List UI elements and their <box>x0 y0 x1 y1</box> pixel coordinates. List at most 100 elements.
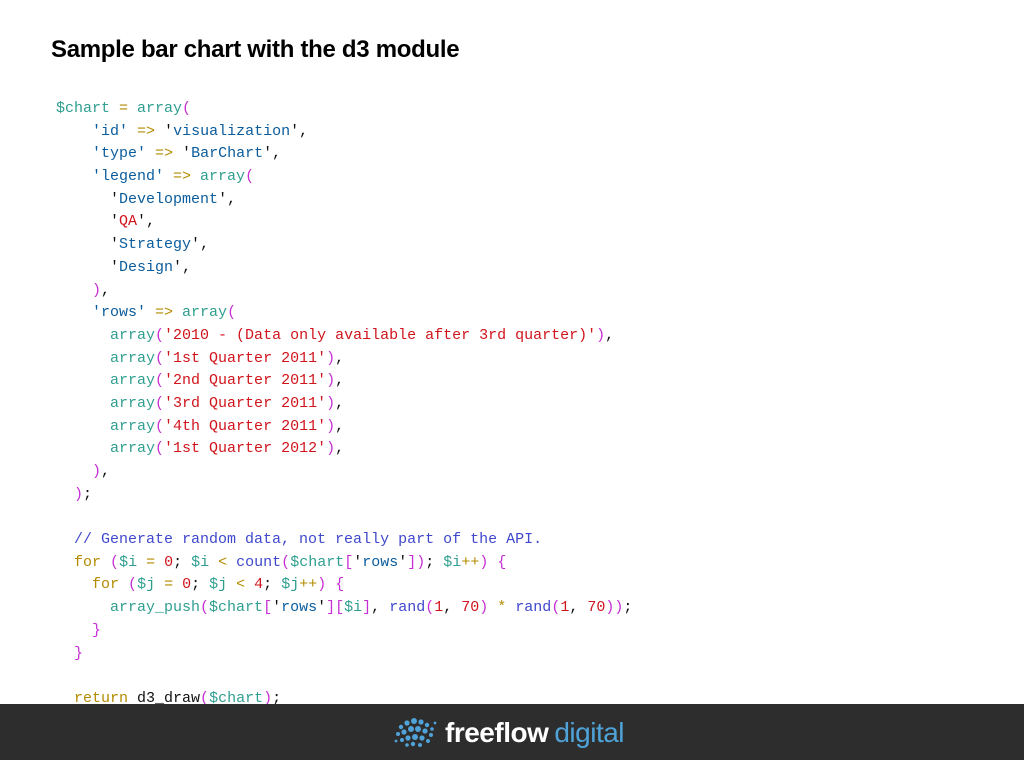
code-token: '2nd Quarter 2011' <box>164 372 327 390</box>
code-token: ( <box>245 168 255 186</box>
code-token <box>56 486 74 503</box>
code-token: ( <box>200 599 210 617</box>
code-token <box>56 531 74 548</box>
code-token: rand <box>515 599 552 617</box>
code-token: ( <box>155 440 165 458</box>
code-line: 'Strategy', <box>56 234 1016 257</box>
code-token: ' <box>137 213 147 231</box>
code-token <box>56 282 92 299</box>
code-line: ), <box>56 280 1016 303</box>
code-line: 'legend' => array( <box>56 166 1016 189</box>
slide-title: Sample bar chart with the d3 module <box>51 36 460 63</box>
code-token: ( <box>128 576 138 594</box>
code-token: ' <box>317 599 327 617</box>
code-token: )) <box>605 599 624 617</box>
code-token: , <box>182 258 192 276</box>
code-line: } <box>56 620 1016 643</box>
code-token: ( <box>425 599 435 617</box>
code-token: ++ <box>461 553 480 571</box>
code-token: array <box>200 168 246 186</box>
code-token: BarChart <box>191 145 264 163</box>
code-token <box>56 576 92 593</box>
code-token: , <box>443 599 462 617</box>
code-token: 4 <box>254 576 264 594</box>
code-line: for ($j = 0; $j < 4; $j++) { <box>56 574 1016 597</box>
code-token: rows <box>281 599 318 617</box>
code-token: array_push <box>110 599 201 617</box>
code-token <box>56 463 92 480</box>
code-line: ); <box>56 484 1016 507</box>
code-token <box>56 599 110 616</box>
code-token <box>56 304 92 321</box>
code-token <box>56 350 110 367</box>
code-token: ] <box>362 599 372 617</box>
code-token: { <box>497 553 507 571</box>
code-token: ( <box>281 553 291 571</box>
code-token: $chart <box>56 100 111 117</box>
code-line: 'Development', <box>56 189 1016 212</box>
code-line: array('4th Quarter 2011'), <box>56 416 1016 439</box>
code-token: array <box>182 304 228 322</box>
code-token: $j <box>281 576 300 594</box>
code-token: ) <box>317 576 327 594</box>
code-token: = <box>155 576 183 594</box>
code-token: Design <box>119 258 174 276</box>
code-token: ) <box>92 463 102 480</box>
code-token: for <box>92 576 120 594</box>
code-token: ' <box>164 122 174 140</box>
code-token: ; <box>272 689 282 704</box>
code-token <box>56 213 110 230</box>
code-token: array <box>110 349 156 367</box>
code-token: ' <box>191 236 201 254</box>
code-token: 1 <box>434 599 444 617</box>
code-token: } <box>92 621 102 639</box>
code-token <box>56 372 110 389</box>
code-token <box>56 440 110 457</box>
code-token: ) <box>479 599 489 617</box>
code-token <box>56 690 74 704</box>
code-token: array <box>137 100 183 117</box>
code-line: array_push($chart['rows'][$i], rand(1, 7… <box>56 597 1016 620</box>
code-token: // Generate random data, not really part… <box>74 531 543 549</box>
code-token: ( <box>155 417 165 435</box>
code-line <box>56 665 1016 688</box>
code-token: d3_draw <box>128 689 201 704</box>
code-token: , <box>299 122 309 140</box>
code-token <box>56 191 110 208</box>
code-token: '1st Quarter 2011' <box>164 349 327 367</box>
code-token: ) <box>326 372 336 390</box>
code-token: '2010 - (Data only available after 3rd q… <box>164 326 597 344</box>
code-token <box>56 168 92 185</box>
code-line: array('2010 - (Data only available after… <box>56 325 1016 348</box>
code-token <box>56 236 110 253</box>
code-token <box>56 418 110 435</box>
code-token: , <box>371 599 390 617</box>
code-token: = <box>137 553 165 571</box>
brand-name: freeflow <box>445 717 549 748</box>
code-line: } <box>56 643 1016 666</box>
code-token: ; <box>425 553 444 571</box>
code-token: * <box>488 599 516 617</box>
code-token <box>101 554 110 571</box>
globe-dots-icon <box>394 718 437 747</box>
code-token <box>488 554 497 571</box>
code-token: => <box>146 304 183 322</box>
code-token: , <box>335 349 345 367</box>
code-token <box>119 576 128 593</box>
code-token: , <box>101 463 111 480</box>
code-token: , <box>335 394 345 412</box>
code-token: Strategy <box>119 236 192 254</box>
code-token: ; <box>191 576 210 594</box>
code-token: 1 <box>560 599 570 617</box>
code-token: $chart <box>209 599 264 617</box>
code-token: ' <box>110 258 120 276</box>
code-token: count <box>236 553 282 571</box>
code-line: array('3rd Quarter 2011'), <box>56 393 1016 416</box>
code-token: 'legend' <box>92 168 165 186</box>
code-token: => <box>146 145 183 163</box>
code-token: ' <box>218 190 228 208</box>
code-token: ) <box>596 326 606 344</box>
code-token: $i <box>344 599 363 617</box>
code-token: 0 <box>182 576 192 594</box>
code-token: 'id' <box>92 122 129 140</box>
